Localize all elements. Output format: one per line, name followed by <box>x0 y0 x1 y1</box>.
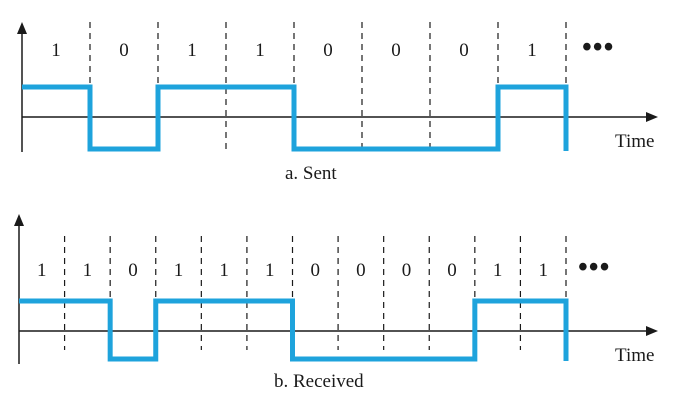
panel-received: 1 1 0 1 1 1 0 0 0 0 1 1 ••• Time b. Received <box>14 214 658 392</box>
bit-label: 1 <box>527 40 537 61</box>
x-axis-arrow-sent <box>646 112 658 122</box>
bit-label: 1 <box>187 40 197 61</box>
panel-sent: 1 0 1 1 0 0 0 1 ••• Time a. Sent <box>17 22 658 184</box>
bit-label: 1 <box>83 260 93 281</box>
bit-labels-received: 1 1 0 1 1 1 0 0 0 0 1 1 <box>37 260 548 281</box>
time-label-sent: Time <box>615 131 654 152</box>
y-axis-arrow-received <box>14 214 24 226</box>
bit-label: 0 <box>356 260 366 281</box>
bit-label: 0 <box>402 260 412 281</box>
caption-sent: a. Sent <box>285 163 337 184</box>
bit-label: 0 <box>459 40 469 61</box>
time-label-received: Time <box>615 345 654 366</box>
bit-label: 1 <box>493 260 503 281</box>
bit-label: 0 <box>128 260 138 281</box>
ellipsis-received: ••• <box>578 252 610 283</box>
bit-labels-sent: 1 0 1 1 0 0 0 1 <box>51 40 537 61</box>
bit-label: 1 <box>255 40 265 61</box>
bit-label: 0 <box>119 40 129 61</box>
bit-label: 0 <box>323 40 333 61</box>
bit-dividers-received <box>63 236 567 350</box>
bit-label: 1 <box>37 260 47 281</box>
bit-label: 0 <box>391 40 401 61</box>
y-axis-arrow-sent <box>17 22 27 34</box>
bit-label: 1 <box>265 260 275 281</box>
bit-label: 0 <box>447 260 457 281</box>
signal-waveform-received <box>19 298 569 362</box>
bit-label: 1 <box>174 260 184 281</box>
x-axis-arrow-received <box>646 326 658 336</box>
bit-label: 0 <box>311 260 321 281</box>
signal-waveform-sent <box>22 84 569 152</box>
ellipsis-sent: ••• <box>582 32 614 63</box>
bit-label: 1 <box>219 260 229 281</box>
caption-received: b. Received <box>274 371 364 392</box>
bit-label: 1 <box>538 260 548 281</box>
bit-label: 1 <box>51 40 61 61</box>
